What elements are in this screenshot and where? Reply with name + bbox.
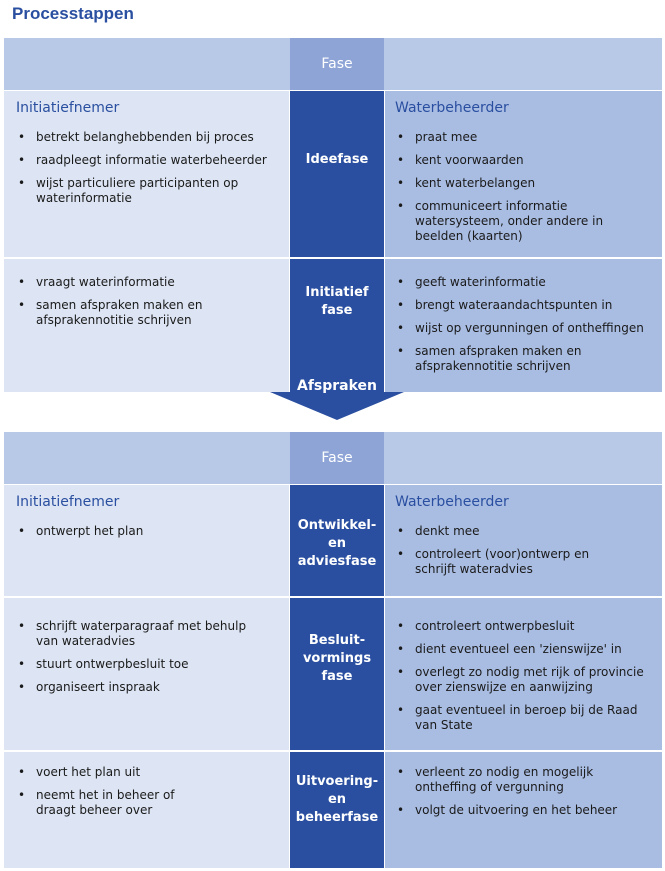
bottom-waterbeheerder-title: Waterbeheerder [395,494,509,510]
bottom-row-divider-1 [4,596,662,598]
list-item: geeft waterinformatie [395,275,657,290]
list-item: overlegt zo nodig met rijk of provincie … [395,665,657,695]
top-phase-column [290,91,384,392]
top-row2-right-list: geeft waterinformatie brengt wateraandac… [395,275,657,382]
list-item: praat mee [395,130,605,145]
list-item: organiseert inspraak [16,680,266,695]
list-item: ontwerpt het plan [16,524,284,539]
bottom-fase-header: Fase [290,432,384,484]
bottom-row2-right-list: controleert ontwerpbesluit dient eventue… [395,619,657,741]
bottom-row1-right-list: denkt mee controleert (voor)ontwerp en s… [395,524,615,585]
list-item: wijst op vergunningen of ontheffingen [395,321,657,336]
bottom-row2-left-list: schrijft waterparagraaf met behulp van w… [16,619,266,703]
page-title: Processtappen [12,4,134,23]
top-block: Fase Initiatiefnemer Waterbeheerder betr… [4,38,662,392]
bottom-phase-column [290,485,384,868]
list-item: wijst particuliere participanten op wate… [16,176,284,206]
bottom-initiatiefnemer-title: Initiatiefnemer [16,494,120,510]
list-item: stuurt ontwerpbesluit toe [16,657,266,672]
phase-label-besluitvormingsfase: Besluit- vormings fase [302,633,372,684]
top-row-divider [4,257,662,259]
list-item: volgt de uitvoering en het beheer [395,803,640,818]
phase-label-ontwikkelfase: Ontwikkel- en adviesfase [297,518,377,569]
bottom-row1-left-list: ontwerpt het plan [16,524,284,547]
list-item: voert het plan uit [16,765,216,780]
bottom-block: Fase Initiatiefnemer Waterbeheerder ontw… [4,432,662,868]
list-item: samen afspraken maken en afsprakennotiti… [395,344,657,374]
afspraken-arrow [270,392,404,420]
list-item: neemt het in beheer of draagt beheer ove… [16,788,216,818]
list-item: vraagt waterinformatie [16,275,284,290]
list-item: verleent zo nodig en mogelijk ontheffing… [395,765,640,795]
phase-label-ideefase: Ideefase [305,152,369,167]
list-item: dient eventueel een 'zienswijze' in [395,642,657,657]
list-item: brengt wateraandachtspunten in [395,298,657,313]
bottom-row3-right-list: verleent zo nodig en mogelijk ontheffing… [395,765,640,826]
phase-label-uitvoeringfase: Uitvoering- en beheerfase [295,774,379,825]
phase-label-initiatieffase: Initiatief fase [305,285,369,318]
top-row1-left-list: betrekt belanghebbenden bij proces raadp… [16,130,284,214]
top-row2-left-list: vraagt waterinformatie samen afspraken m… [16,275,284,336]
list-item: controleert (voor)ontwerp en schrijft wa… [395,547,615,577]
list-item: communiceert informatie watersysteem, on… [395,199,605,244]
top-row1-right-list: praat mee kent voorwaarden kent waterbel… [395,130,605,252]
list-item: kent voorwaarden [395,153,605,168]
top-initiatiefnemer-title: Initiatiefnemer [16,100,120,116]
list-item: raadpleegt informatie waterbeheerder [16,153,284,168]
bottom-row-divider-2 [4,750,662,752]
list-item: samen afspraken maken en afsprakennotiti… [16,298,284,328]
top-fase-header: Fase [290,38,384,90]
list-item: denkt mee [395,524,615,539]
list-item: betrekt belanghebbenden bij proces [16,130,284,145]
top-waterbeheerder-title: Waterbeheerder [395,100,509,116]
list-item: kent waterbelangen [395,176,605,191]
list-item: schrijft waterparagraaf met behulp van w… [16,619,266,649]
list-item: gaat eventueel in beroep bij de Raad van… [395,703,657,733]
bottom-row3-left-list: voert het plan uit neemt het in beheer o… [16,765,216,826]
list-item: controleert ontwerpbesluit [395,619,657,634]
arrow-head [270,392,404,420]
arrow-label: Afspraken [296,378,378,394]
